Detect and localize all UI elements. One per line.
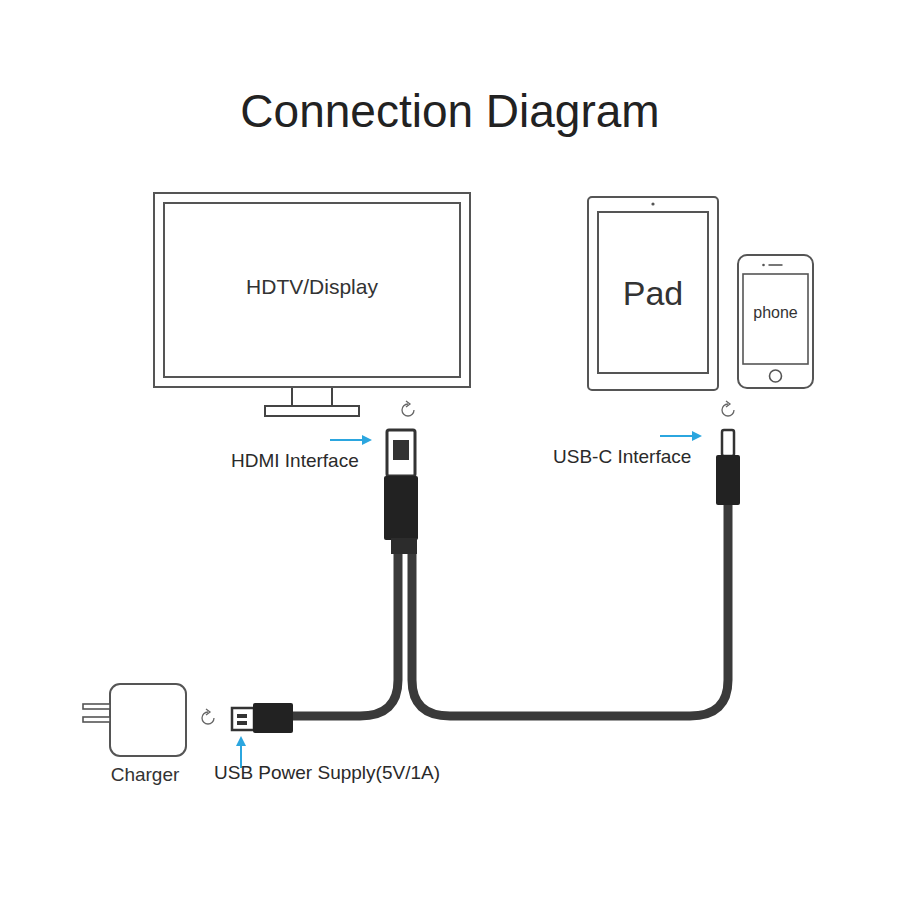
phone-device-outline <box>737 254 814 389</box>
hdmi-plug <box>384 430 418 554</box>
rotate-icons <box>202 401 734 724</box>
usb-a-plug <box>232 703 293 733</box>
device-label: HDTV/Display <box>246 275 378 299</box>
interface-label: HDMI Interface <box>231 450 359 472</box>
device-label: phone <box>753 304 798 322</box>
tv-stand <box>265 388 359 416</box>
charger-adapter: Charger <box>80 682 210 786</box>
interface-label: USB-C Interface <box>553 446 691 468</box>
device-label: Charger <box>111 764 180 786</box>
pointer-arrows <box>236 431 702 768</box>
tv-display: HDTV/Display <box>153 192 471 388</box>
power-supply-label: USB Power Supply(5V/1A) <box>214 762 440 784</box>
usb-c-plug <box>716 430 740 505</box>
device-label: Pad <box>623 274 684 313</box>
diagram-title: Connection Diagram <box>0 84 900 138</box>
cable <box>292 505 728 716</box>
phone-device: phone <box>737 254 814 389</box>
tablet-device: Pad <box>587 196 719 391</box>
